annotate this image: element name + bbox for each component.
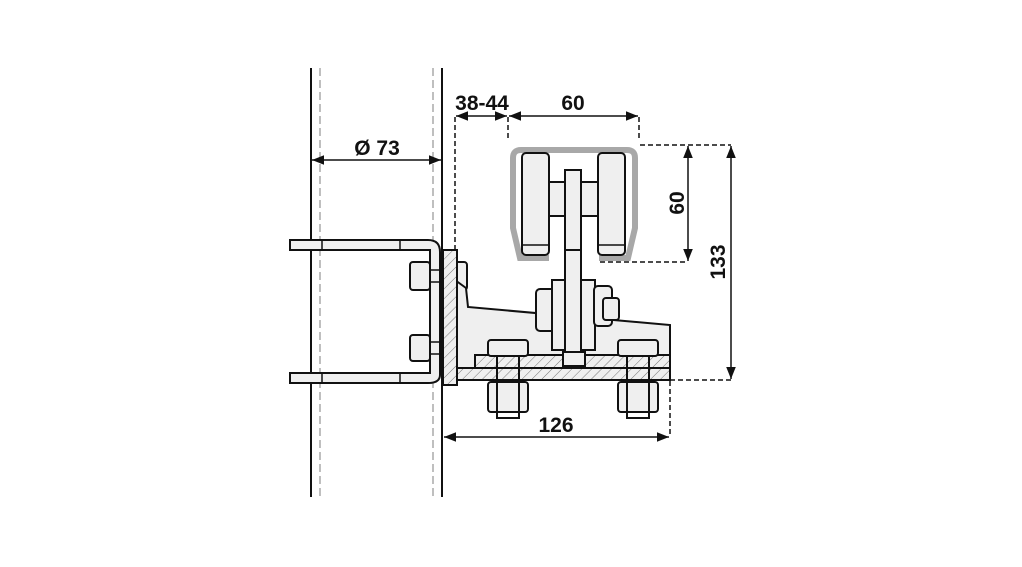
wheels — [521, 152, 626, 256]
dimension-gap: 38-44 — [454, 92, 509, 250]
label-rail-width: 60 — [561, 92, 584, 115]
label-rail-height: 60 — [666, 191, 689, 214]
dimension-total-height: 133 — [670, 146, 736, 381]
dimension-rail-height: 60 — [600, 144, 731, 263]
label-gap: 38-44 — [455, 92, 509, 115]
dimension-post-diameter: Ø 73 — [312, 137, 441, 165]
base-bolts — [487, 339, 659, 419]
dimension-rail-width: 60 — [507, 92, 640, 141]
rail-profile — [510, 147, 638, 261]
u-bolt-clamp — [289, 239, 441, 384]
label-total-height: 133 — [707, 244, 730, 279]
label-post-diameter: Ø 73 — [354, 137, 400, 160]
label-bracket-length: 126 — [538, 414, 573, 437]
dimension-bracket-length: 126 — [444, 381, 671, 442]
